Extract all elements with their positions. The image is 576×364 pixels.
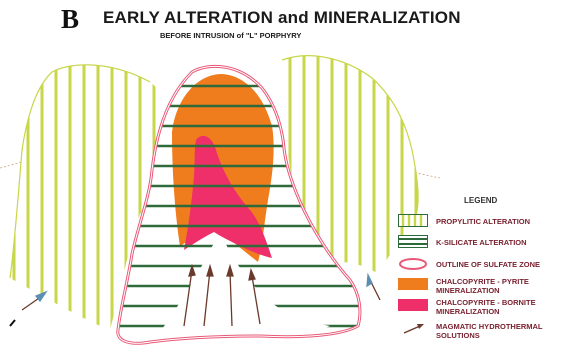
k-silicate-swatch-icon <box>398 235 428 248</box>
sulfate-outline-swatch-icon <box>398 257 430 271</box>
left-margin-mark <box>10 320 15 326</box>
legend-k-silicate: K-SILICATE ALTERATION <box>398 235 573 257</box>
legend-label: K-SILICATE ALTERATION <box>436 238 527 247</box>
magmatic-arrow-swatch-icon <box>398 322 428 336</box>
legend-propylitic: PROPYLITIC ALTERATION <box>398 214 573 236</box>
legend-sulfate: OUTLINE OF SULFATE ZONE <box>398 257 573 279</box>
figure-subtitle: BEFORE INTRUSION of "L" PORPHYRY <box>160 31 301 40</box>
legend-label: PROPYLITIC ALTERATION <box>436 217 530 226</box>
legend-label: CHALCOPYRITE - BORNITE MINERALIZATION <box>436 298 536 316</box>
panel-letter: B <box>61 4 79 35</box>
legend-label: CHALCOPYRITE - PYRITE MINERALIZATION <box>436 277 529 295</box>
propylitic-swatch-icon <box>398 214 428 227</box>
cpy-bn-swatch-icon <box>398 298 428 312</box>
legend-label: OUTLINE OF SULFATE ZONE <box>436 260 540 269</box>
legend-title: LEGEND <box>464 196 497 205</box>
legend-label: MAGMATIC HYDROTHERMAL SOLUTIONS <box>436 322 543 340</box>
legend-cpy-bn: CHALCOPYRITE - BORNITE MINERALIZATION <box>398 298 573 320</box>
figure-title: EARLY ALTERATION and MINERALIZATION <box>103 8 461 28</box>
cpy-py-swatch-icon <box>398 277 428 291</box>
legend-magmatic: MAGMATIC HYDROTHERMAL SOLUTIONS <box>398 322 573 344</box>
legend-cpy-py: CHALCOPYRITE - PYRITE MINERALIZATION <box>398 277 573 299</box>
